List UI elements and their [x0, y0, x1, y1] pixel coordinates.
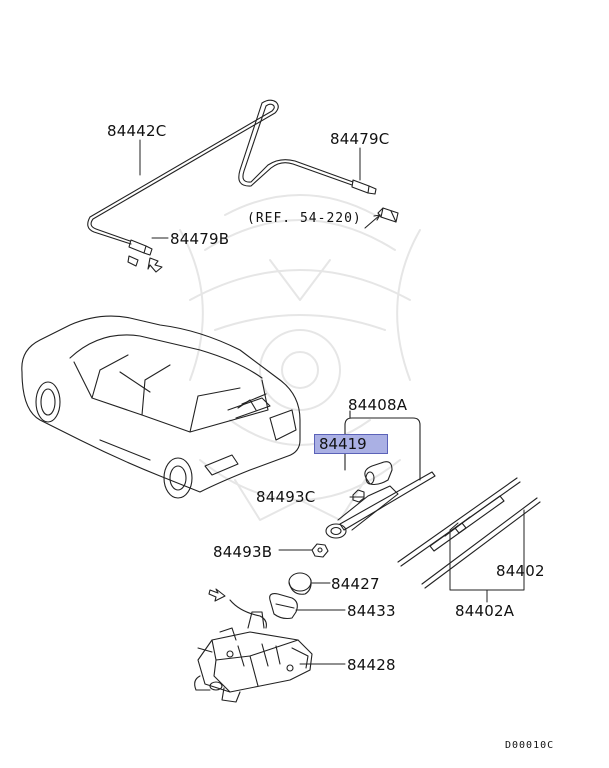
label-84419: 84419	[319, 435, 367, 453]
leader-lines	[139, 139, 525, 665]
label-84402a: 84402A	[455, 602, 515, 620]
label-84479c: 84479C	[330, 130, 390, 148]
wiper-arm-drawing	[311, 410, 436, 558]
car-drawing	[21, 315, 301, 499]
diagram-code: D00010C	[505, 740, 555, 751]
wiper-blade-drawing	[397, 477, 541, 589]
label-84402: 84402	[496, 562, 545, 580]
washer-hose-drawing	[87, 99, 399, 273]
reference-label: (REF. 54-220)	[247, 211, 362, 226]
label-84493c: 84493C	[256, 488, 316, 506]
label-84442c: 84442C	[107, 122, 167, 140]
label-84433: 84433	[347, 602, 396, 620]
wiper-motor-drawing	[194, 572, 313, 703]
label-84493b: 84493B	[213, 543, 273, 561]
highlighted-part-84419: 84419	[314, 434, 388, 454]
label-84408a: 84408A	[348, 396, 408, 414]
label-84428: 84428	[347, 656, 396, 674]
label-84479b: 84479B	[170, 230, 230, 248]
watermark-emblem	[179, 194, 421, 521]
label-84427: 84427	[331, 575, 380, 593]
